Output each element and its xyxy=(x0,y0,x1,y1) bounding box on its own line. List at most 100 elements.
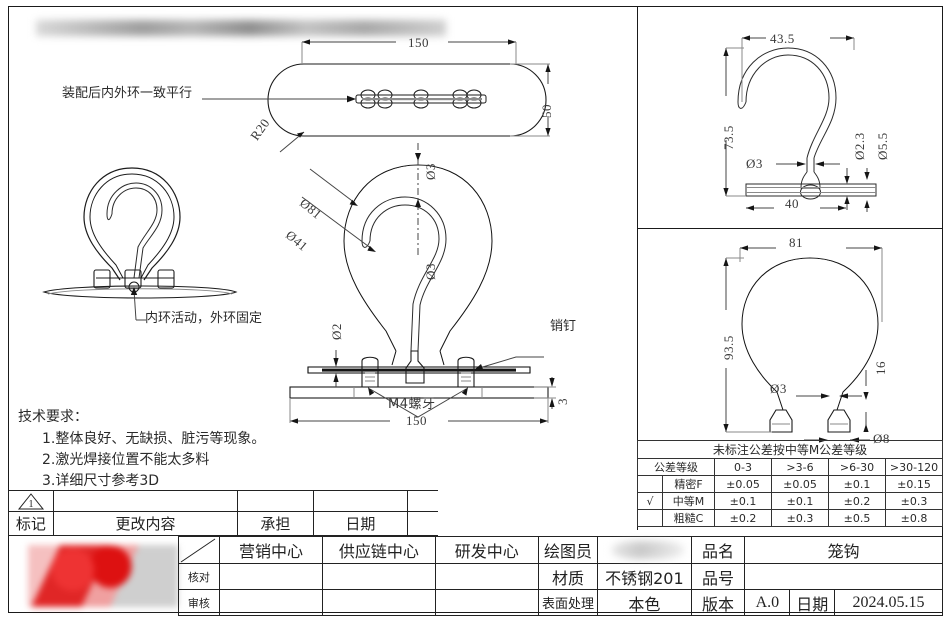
note-pin: 销钉 xyxy=(550,319,577,334)
front-view-drawing xyxy=(289,143,556,424)
revision-spacer-2 xyxy=(407,511,438,536)
note-top-view-parallel: 装配后内外环一致平行 xyxy=(62,86,193,101)
dim-ring-foot-height: 16 xyxy=(873,361,888,375)
dept-marketing: 营销中心 xyxy=(218,536,324,564)
frame-top xyxy=(8,6,943,7)
dim-hook-plate-thickness: Ø2.3 xyxy=(852,132,867,160)
tolerance-range-1: >3-6 xyxy=(771,458,829,476)
tolerance-rough-1: ±0.3 xyxy=(771,509,829,527)
tolerance-table-title: 未标注公差按中等M公差等级 xyxy=(637,440,943,459)
tolerance-grade-precise: 精密F xyxy=(662,475,715,493)
dim-ring-wire-dia: Ø3 xyxy=(770,381,787,396)
approve-marketing-cell[interactable] xyxy=(218,589,324,616)
revision-header-row: 标记 更改内容 承担 日期 xyxy=(8,511,438,536)
tolerance-mark-precise[interactable] xyxy=(637,475,663,493)
approve-supply-cell[interactable] xyxy=(322,589,436,616)
svg-text:1: 1 xyxy=(28,499,33,510)
dim-front-wire-dia-inner: Ø3 xyxy=(423,263,438,280)
version-value: A.0 xyxy=(744,589,791,616)
title-block: 营销中心 供应链中心 研发中心 绘图员 品名 笼钩 核对 材质 不锈钢201 品… xyxy=(178,536,943,616)
tolerance-grade-rough: 粗糙C xyxy=(662,509,715,527)
drafter-value[interactable] xyxy=(597,536,692,564)
role-approve: 审核 xyxy=(178,589,220,616)
dim-top-view-length: 150 xyxy=(408,35,429,50)
note-m4-thread: M4螺牙 xyxy=(388,397,436,412)
revision-empty-row: 1 xyxy=(8,490,438,512)
role-check: 核对 xyxy=(178,563,220,590)
top-view-drawing xyxy=(202,39,551,153)
tolerance-row-precise: 精密F ±0.05 ±0.05 ±0.1 ±0.15 xyxy=(637,475,943,493)
title-block-row-check: 核对 材质 不锈钢201 品号 xyxy=(178,563,943,590)
check-marketing-cell[interactable] xyxy=(218,563,324,590)
tolerance-medium-1: ±0.1 xyxy=(771,492,829,510)
tolerance-mark-medium[interactable]: √ xyxy=(637,492,663,510)
tolerance-row-rough: 粗糙C ±0.2 ±0.3 ±0.5 ±0.8 xyxy=(637,509,943,527)
product-no-label: 品号 xyxy=(690,563,746,590)
tolerance-range-3: >30-120 xyxy=(885,458,943,476)
material-value: 不锈钢201 xyxy=(597,563,692,590)
dim-ring-height: 93.5 xyxy=(721,335,736,360)
tolerance-medium-2: ±0.2 xyxy=(828,492,886,510)
tolerance-grade-medium: 中等M xyxy=(662,492,715,510)
dept-rd: 研发中心 xyxy=(434,536,539,564)
tech-requirements-heading: 技术要求： xyxy=(18,409,88,425)
hook-detail-drawing xyxy=(723,35,877,212)
frame-right-panel-divider xyxy=(637,6,638,530)
dim-front-wire-dia-top: Ø3 xyxy=(423,163,438,180)
product-no-value[interactable] xyxy=(744,563,943,590)
tolerance-medium-0: ±0.1 xyxy=(714,492,772,510)
redacted-banner xyxy=(36,20,446,36)
tolerance-precise-0: ±0.05 xyxy=(714,475,772,493)
dim-top-view-width: 50 xyxy=(539,104,554,118)
approve-rd-cell[interactable] xyxy=(434,589,539,616)
tolerance-range-0: 0-3 xyxy=(714,458,772,476)
surface-label: 表面处理 xyxy=(537,589,599,616)
diagonal-header-cell xyxy=(178,536,220,564)
revision-header-mark: 标记 xyxy=(8,511,54,536)
tolerance-mark-rough[interactable] xyxy=(637,509,663,527)
revision-date-empty[interactable] xyxy=(312,490,409,512)
dim-base-length: 150 xyxy=(406,413,427,428)
title-block-row-approve: 审核 表面处理 本色 版本 A.0 日期 2024.05.15 xyxy=(178,589,943,616)
revision-header-owner: 承担 xyxy=(237,511,314,536)
tolerance-row-medium: √ 中等M ±0.1 ±0.1 ±0.2 ±0.3 xyxy=(637,492,943,510)
date-label: 日期 xyxy=(789,589,836,616)
tolerance-rough-2: ±0.5 xyxy=(828,509,886,527)
tolerance-rough-3: ±0.8 xyxy=(885,509,943,527)
dim-hook-base-width: 40 xyxy=(785,196,799,211)
product-name-value: 笼钩 xyxy=(744,536,943,564)
title-block-row-departments: 营销中心 供应链中心 研发中心 绘图员 品名 笼钩 xyxy=(178,536,943,564)
revision-block: 1 标记 更改内容 承担 日期 xyxy=(8,490,438,536)
dim-hook-height: 73.5 xyxy=(721,125,736,150)
material-label: 材质 xyxy=(537,563,599,590)
redacted-drafter xyxy=(612,541,685,559)
company-logo xyxy=(28,545,178,607)
revision-content-empty[interactable] xyxy=(52,490,239,512)
dim-ring-width: 81 xyxy=(789,235,803,250)
check-supply-cell[interactable] xyxy=(322,563,436,590)
product-name-label: 品名 xyxy=(690,536,746,564)
revision-spacer xyxy=(407,490,438,512)
tech-requirement-item-1: 1.整体良好、无缺损、脏污等现象。 xyxy=(42,431,266,447)
tolerance-table: 未标注公差按中等M公差等级 公差等级 0-3 >3-6 >6-30 >30-12… xyxy=(637,440,943,527)
dim-pin-dia: Ø2 xyxy=(329,323,344,340)
tolerance-grade-label: 公差等级 xyxy=(637,458,715,476)
drafter-label: 绘图员 xyxy=(537,536,599,564)
revision-header-date: 日期 xyxy=(312,511,409,536)
frame-right xyxy=(942,6,943,613)
check-rd-cell[interactable] xyxy=(434,563,539,590)
tolerance-medium-3: ±0.3 xyxy=(885,492,943,510)
tolerance-rough-0: ±0.2 xyxy=(714,509,772,527)
tolerance-precise-2: ±0.1 xyxy=(828,475,886,493)
dim-hook-wire-dia: Ø3 xyxy=(746,156,763,171)
tech-requirement-item-3: 3.详细尺寸参考3D xyxy=(42,473,160,489)
warning-triangle-icon: 1 xyxy=(8,490,54,512)
note-side-view-rings: 内环活动，外环固定 xyxy=(145,311,263,326)
tech-requirement-item-2: 2.激光焊接位置不能太多料 xyxy=(42,452,210,468)
dim-base-thickness: 3 xyxy=(555,398,570,405)
surface-value: 本色 xyxy=(597,589,692,616)
side-view-drawing xyxy=(42,167,238,321)
revision-owner-empty[interactable] xyxy=(237,490,314,512)
date-value: 2024.05.15 xyxy=(834,589,943,616)
